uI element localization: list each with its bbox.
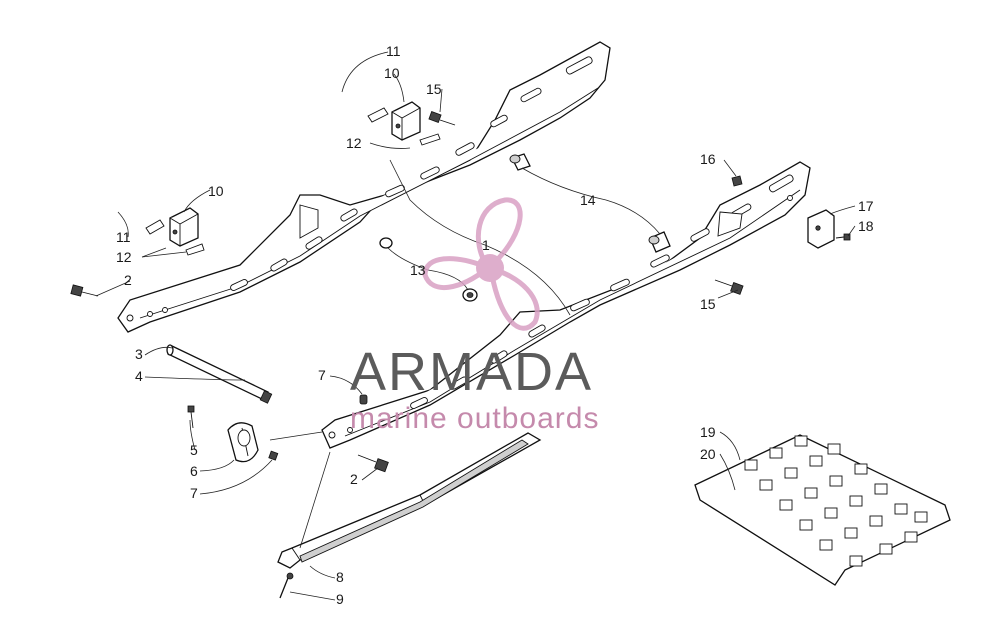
nut-16 [731, 175, 743, 187]
callout-1: 1 [482, 237, 490, 253]
callout-16: 16 [700, 151, 716, 167]
callout-19: 19 [700, 424, 716, 440]
axle-shaft [166, 344, 273, 404]
callout-12: 12 [346, 135, 362, 151]
callout-8: 8 [336, 569, 344, 585]
callout-7-lower: 7 [190, 485, 198, 501]
callout-10: 10 [384, 65, 400, 81]
watermark-brand: ARMADA [350, 342, 593, 402]
callout-17: 17 [858, 198, 874, 214]
clip-upper-a [367, 107, 389, 123]
washer-upper [379, 237, 393, 249]
screw-18 [835, 233, 851, 241]
callout-5: 5 [190, 442, 198, 458]
rail-lower [321, 161, 811, 449]
bushing-upper [509, 153, 531, 171]
nut-7-upper [359, 394, 368, 405]
callout-13: 13 [410, 262, 426, 278]
callout-9: 9 [336, 591, 344, 607]
callout-15: 15 [426, 81, 442, 97]
callout-3: 3 [135, 346, 143, 362]
bolt-15-upper [428, 111, 456, 126]
bumper-block-upper [391, 101, 421, 141]
rail-lower-slots [328, 174, 794, 439]
propeller-icon [422, 197, 540, 331]
wear-strip [277, 432, 542, 569]
callout-11: 11 [386, 43, 401, 59]
clip-upper-b [419, 133, 441, 146]
track-clip-strip [694, 434, 951, 586]
bolt-2-upper [70, 284, 99, 297]
callout-2-upper: 2 [124, 272, 132, 288]
clip-lower-a [145, 219, 165, 235]
rail-upper [117, 41, 611, 333]
callout-7-upper: 7 [318, 367, 326, 383]
bushing-lower [648, 231, 671, 253]
washer-lower-hole [466, 292, 474, 298]
rail-upper-slots [126, 56, 593, 322]
screw-9 [279, 572, 294, 599]
callout-2-lower: 2 [350, 471, 358, 487]
bolt-15-lower [714, 279, 744, 295]
bolt-2-lower [357, 454, 389, 473]
nut-7-lower [268, 450, 279, 461]
bracket-17 [807, 209, 835, 249]
callout-18: 18 [858, 218, 874, 234]
callout-10-lower: 10 [208, 183, 224, 199]
callout-11-lower: 11 [116, 229, 131, 245]
track-lugs [744, 435, 928, 567]
callout-12-lower: 12 [116, 249, 132, 265]
callout-15-lower: 15 [700, 296, 716, 312]
screw-5 [187, 405, 195, 429]
callout-4: 4 [135, 368, 143, 384]
watermark-logo [422, 197, 540, 331]
watermark-tagline: marine outboards [350, 402, 599, 435]
callout-14: 14 [580, 192, 596, 208]
idler-wheel [227, 422, 259, 463]
leader-lines [95, 51, 856, 601]
clip-lower-b [185, 243, 205, 256]
bumper-block-lower [169, 207, 199, 247]
callout-labels: 11 10 15 12 16 14 17 18 10 11 12 1 13 2 … [116, 43, 874, 607]
callout-20: 20 [700, 446, 716, 462]
callout-6: 6 [190, 463, 198, 479]
